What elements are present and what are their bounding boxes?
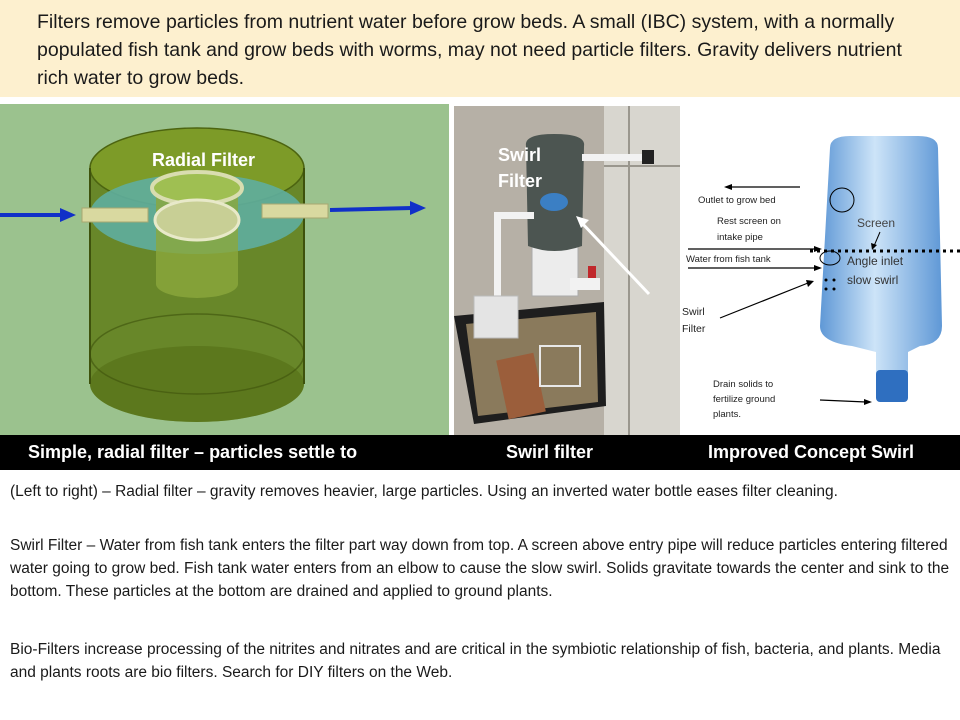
swirl-label-line2: Filter xyxy=(498,171,543,191)
swirl-small-line2: Filter xyxy=(682,323,706,335)
rest-screen-label-2: intake pipe xyxy=(717,232,763,243)
radial-caption: Simple, radial filter – particles settle… xyxy=(28,442,358,462)
banner-text: Filters remove particles from nutrient w… xyxy=(37,11,902,89)
drain-line3: plants. xyxy=(713,409,741,420)
drain-line1: Drain solids to xyxy=(713,379,774,390)
caption-bar xyxy=(0,435,960,470)
top-banner: Filters remove particles from nutrient w… xyxy=(0,0,960,97)
concept-swirl-illustration xyxy=(688,136,960,405)
paragraph-biofilter: Bio-Filters increase processing of the n… xyxy=(10,641,941,681)
swirl-label-line1: Swirl xyxy=(498,145,542,165)
angle-inlet-label: Angle inlet slow swirl xyxy=(847,252,903,290)
radial-filter-image: Radial Filter xyxy=(0,104,449,435)
angle-line1: Angle inlet xyxy=(847,254,904,268)
paragraph-radial: (Left to right) – Radial filter – gravit… xyxy=(10,483,838,500)
swirl-small-line1: Swirl xyxy=(682,306,705,318)
concept-caption: Improved Concept Swirl xyxy=(708,442,915,462)
paragraph-swirl: Swirl Filter – Water from fish tank ente… xyxy=(10,537,950,600)
swirl-filter-label: Swirl Filter xyxy=(498,142,542,194)
drain-label: Drain solids to fertilize ground plants. xyxy=(713,377,775,422)
swirl-filter-small-label: Swirl Filter xyxy=(682,304,705,338)
screen-label: Screen xyxy=(857,216,896,230)
swirl-filter-photo: Swirl Filter xyxy=(454,106,680,435)
drain-line2: fertilize ground xyxy=(713,394,776,405)
swirl-filter-illustration xyxy=(454,106,680,435)
rest-screen-label-1: Rest screen on xyxy=(717,216,781,227)
swirl-caption: Swirl filter xyxy=(506,442,594,462)
angle-line2: slow swirl xyxy=(847,273,899,287)
concept-swirl-diagram: Outlet to grow bed Rest screen on intake… xyxy=(680,106,960,435)
outlet-label: Outlet to grow bed xyxy=(698,195,776,206)
radial-filter-label: Radial Filter xyxy=(152,150,256,170)
water-from-tank-label: Water from fish tank xyxy=(686,254,771,265)
radial-filter-diagram xyxy=(0,127,426,422)
